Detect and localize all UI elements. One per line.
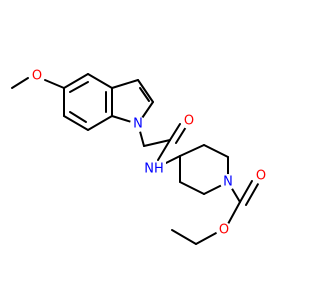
aromatic-inner-bond-3 bbox=[69, 111, 87, 123]
bond-ch2-ch3 bbox=[171, 229, 197, 245]
amide-co-bond-b bbox=[175, 126, 187, 144]
atom-label-layer: O N O NH N O O bbox=[29, 68, 269, 238]
ester-oxygen-label: O bbox=[219, 223, 229, 238]
carbonyl-oxygen-atom: O bbox=[253, 168, 269, 184]
amide-oxygen-atom: O bbox=[181, 113, 197, 129]
molecule-structure: O N O NH N O O bbox=[11, 68, 269, 245]
bond-carbamate-o bbox=[227, 201, 241, 225]
bond-carbonyl-nh bbox=[157, 139, 171, 161]
bond-c5-c4 bbox=[63, 73, 89, 89]
bond-c4-c3 bbox=[179, 144, 205, 157]
aromatic-inner-bond-4 bbox=[139, 87, 150, 102]
indole-nitrogen-atom: N bbox=[130, 116, 146, 132]
bond-c3-c2p bbox=[203, 144, 229, 158]
aromatic-inner-bond-1 bbox=[69, 81, 89, 93]
methoxy-oxygen-atom: O bbox=[29, 68, 45, 84]
ester-oxygen-atom: O bbox=[216, 222, 232, 238]
indole-nitrogen-label: N bbox=[133, 117, 143, 132]
carbamate-co-bond-a bbox=[239, 180, 253, 203]
bond-methyl-o bbox=[11, 77, 29, 89]
bond-c3-c2 bbox=[137, 79, 154, 103]
piperidine-nitrogen-atom: N bbox=[220, 174, 236, 190]
amide-oxygen-label: O bbox=[184, 114, 194, 129]
bond-ch2-carbonyl bbox=[143, 139, 171, 147]
bond-c7a-c7 bbox=[87, 115, 113, 131]
amide-co-bond-a bbox=[169, 123, 181, 141]
amide-nh-label: NH bbox=[144, 162, 164, 177]
bond-o-ch2 bbox=[195, 231, 219, 245]
carbamate-co-bond-b bbox=[245, 183, 259, 206]
bond-o-aryl bbox=[44, 79, 65, 89]
piperidine-nitrogen-label: N bbox=[223, 175, 233, 190]
carbonyl-oxygen-label: O bbox=[256, 169, 266, 184]
bond-layer bbox=[11, 73, 259, 245]
amide-nh-atom: NH bbox=[142, 161, 166, 178]
bond-c4-c3a bbox=[87, 73, 113, 89]
bond-c3a-c3 bbox=[111, 79, 139, 89]
methoxy-oxygen-label: O bbox=[32, 69, 42, 84]
bond-c7-c6 bbox=[63, 115, 89, 131]
bond-c6-c5 bbox=[179, 181, 205, 195]
